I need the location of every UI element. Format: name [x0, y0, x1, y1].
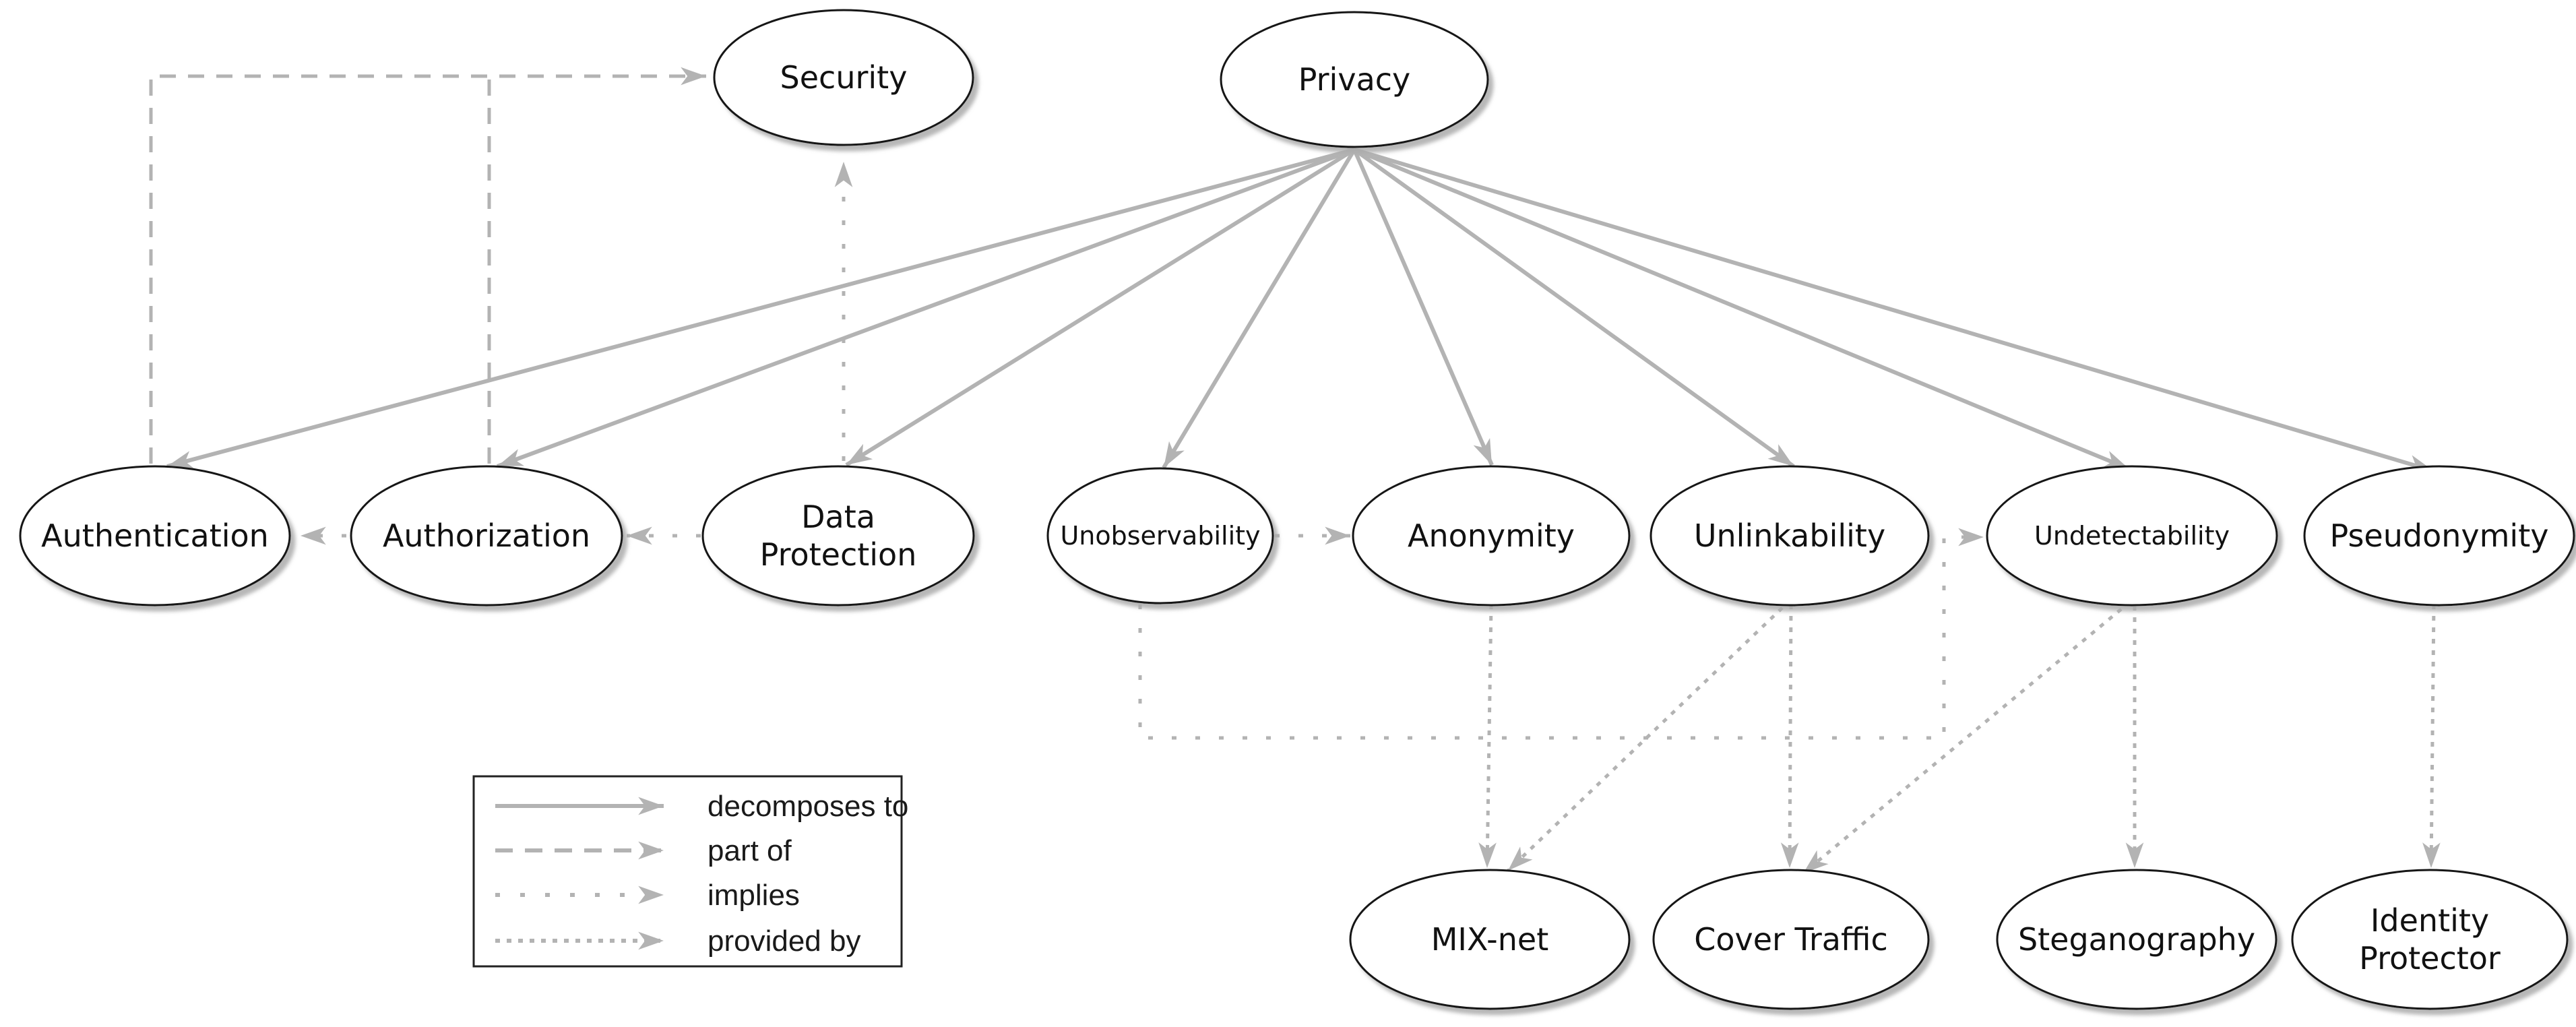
cover-traffic-label: Cover Traffic	[1694, 921, 1888, 958]
authorization-label: Authorization	[383, 518, 590, 554]
edge-unlinkability-cover-traffic	[1780, 604, 1799, 869]
edge-privacy-authorization	[496, 148, 1356, 468]
data-protection-label-line2: Protection	[760, 536, 917, 573]
steganography-label: Steganography	[2018, 921, 2255, 958]
identity-protector-label-line1: Identity	[2370, 902, 2489, 939]
node-cover-traffic: Cover Traffic	[1652, 869, 1930, 1010]
node-unobservability: Unobservability	[1046, 467, 1274, 604]
edge-privacy-unlinkability	[1353, 148, 1795, 468]
undetectability-label: Undetectability	[2034, 521, 2230, 551]
edge-privacy-unobservability	[1162, 148, 1356, 469]
legend: decomposes to part of implies provided b…	[472, 775, 908, 968]
edges-layer	[149, 67, 2441, 875]
edge-privacy-undetectability	[1353, 148, 2131, 471]
edge-privacy-data-protection	[845, 148, 1356, 467]
legend-item-implies: implies	[495, 879, 800, 912]
node-unlinkability: Unlinkability	[1650, 465, 1930, 606]
mix-net-ellipse	[1349, 869, 1631, 1010]
pseudonymity-label: Pseudonymity	[2330, 518, 2549, 554]
pseudonymity-ellipse	[2303, 465, 2575, 606]
edge-privacy-authentication	[166, 148, 1355, 469]
node-privacy: Privacy	[1220, 11, 1489, 148]
edge-authentication-security	[149, 67, 706, 464]
privacy-label: Privacy	[1298, 61, 1411, 98]
data-protection-ellipse	[701, 465, 975, 606]
anonymity-label: Anonymity	[1408, 518, 1575, 554]
node-identity-protector: Identity Protector	[2291, 869, 2569, 1010]
node-authentication: Authentication	[19, 465, 291, 606]
mix-net-label: MIX-net	[1431, 921, 1549, 958]
legend-label-implies: implies	[708, 879, 800, 912]
node-pseudonymity: Pseudonymity	[2303, 465, 2575, 606]
edge-privacy-pseudonymity	[1354, 148, 2434, 473]
node-security: Security	[713, 9, 974, 146]
node-mix-net: MIX-net	[1349, 869, 1631, 1010]
authentication-label: Authentication	[41, 518, 269, 554]
legend-label-provided-by: provided by	[708, 925, 860, 958]
edge-privacy-anonymity	[1352, 148, 1494, 466]
node-steganography: Steganography	[1996, 869, 2277, 1010]
unobservability-ellipse	[1046, 467, 1274, 604]
security-ellipse	[713, 9, 974, 146]
data-protection-label-line1: Data	[801, 499, 875, 535]
edge-undetectability-cover-traffic	[1802, 608, 2123, 875]
edge-anonymity-mixnet	[1478, 604, 1497, 869]
legend-label-decomposes-to: decomposes to	[708, 790, 908, 823]
legend-label-part-of: part of	[708, 834, 792, 867]
unlinkability-label: Unlinkability	[1694, 518, 1885, 554]
legend-item-part-of: part of	[495, 834, 792, 867]
node-anonymity: Anonymity	[1352, 465, 1631, 606]
nodes-layer: Security Privacy Authentication Authoriz…	[19, 9, 2575, 1010]
identity-protector-label-line2: Protector	[2359, 940, 2501, 976]
authorization-ellipse	[350, 465, 623, 606]
privacy-ellipse	[1220, 11, 1489, 148]
security-label: Security	[780, 59, 908, 96]
anonymity-ellipse	[1352, 465, 1631, 606]
unlinkability-ellipse	[1650, 465, 1930, 606]
node-data-protection: Data Protection	[701, 465, 975, 606]
steganography-ellipse	[1996, 869, 2277, 1010]
cover-traffic-ellipse	[1652, 869, 1930, 1010]
authentication-ellipse	[19, 465, 291, 606]
unobservability-label: Unobservability	[1060, 521, 1260, 551]
legend-item-provided-by: provided by	[495, 925, 860, 958]
node-undetectability: Undetectability	[1986, 465, 2278, 606]
identity-protector-ellipse	[2291, 869, 2569, 1010]
legend-item-decomposes-to: decomposes to	[495, 790, 908, 823]
node-authorization: Authorization	[350, 465, 623, 606]
undetectability-ellipse	[1986, 465, 2278, 606]
edge-pseudonymity-identity-protector	[2422, 604, 2441, 869]
